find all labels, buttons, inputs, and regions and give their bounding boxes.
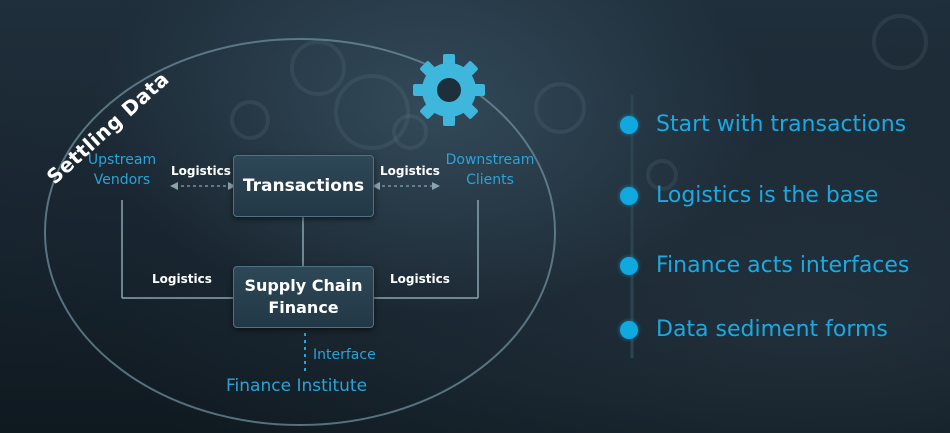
background-ring	[872, 14, 928, 70]
arrow-heads	[170, 182, 440, 190]
bullet-dot-icon	[620, 257, 638, 275]
bullet-text: Finance acts interfaces	[656, 253, 910, 278]
bullet-item: Finance acts interfaces	[620, 251, 909, 281]
supply-chain-box-label-line1: Supply Chain	[244, 276, 363, 295]
bullet-item: Logistics is the base	[620, 181, 878, 211]
background-circles	[230, 14, 928, 191]
bullet-dot-icon	[620, 116, 638, 134]
upstream-label-line: Upstream	[87, 152, 157, 168]
logistics-label-bottom-right: Logistics	[390, 272, 450, 286]
bullet-dot-icon	[620, 321, 638, 339]
connector-lines	[121, 200, 479, 299]
logistics-label-top-right: Logistics	[380, 164, 440, 178]
background-ring	[230, 100, 270, 140]
transactions-box: Transactions	[233, 155, 374, 217]
supply-chain-finance-box: Supply Chain Finance	[233, 266, 374, 328]
background-ring	[290, 40, 346, 96]
downstream-label-line: Downstream	[445, 152, 535, 168]
supply-chain-box-label-line2: Finance	[268, 298, 339, 317]
bullet-item: Data sediment forms	[620, 315, 888, 345]
background-ring	[334, 74, 410, 150]
logistics-label-top-left: Logistics	[171, 164, 231, 178]
finance-institute-label: Finance Institute	[226, 376, 368, 396]
bullet-item: Start with transactions	[620, 110, 906, 140]
clients-label-line: Clients	[466, 172, 514, 188]
gear-icon	[413, 54, 485, 126]
background-ring	[534, 82, 586, 134]
settling-ellipse	[44, 38, 556, 426]
downstream-clients-label: Downstream Clients	[440, 150, 540, 190]
vendors-label-line: Vendors	[93, 172, 151, 188]
bullet-text: Start with transactions	[656, 112, 907, 137]
transactions-box-label: Transactions	[242, 176, 365, 196]
background-ring	[392, 114, 428, 150]
logistics-label-bottom-left: Logistics	[152, 272, 212, 286]
interface-label: Interface	[313, 347, 376, 363]
bullet-text: Data sediment forms	[656, 317, 888, 342]
background-ring	[646, 159, 678, 191]
bullet-text: Logistics is the base	[656, 183, 879, 208]
upstream-vendors-label: Upstream Vendors	[78, 150, 166, 190]
bullet-dot-icon	[620, 187, 638, 205]
